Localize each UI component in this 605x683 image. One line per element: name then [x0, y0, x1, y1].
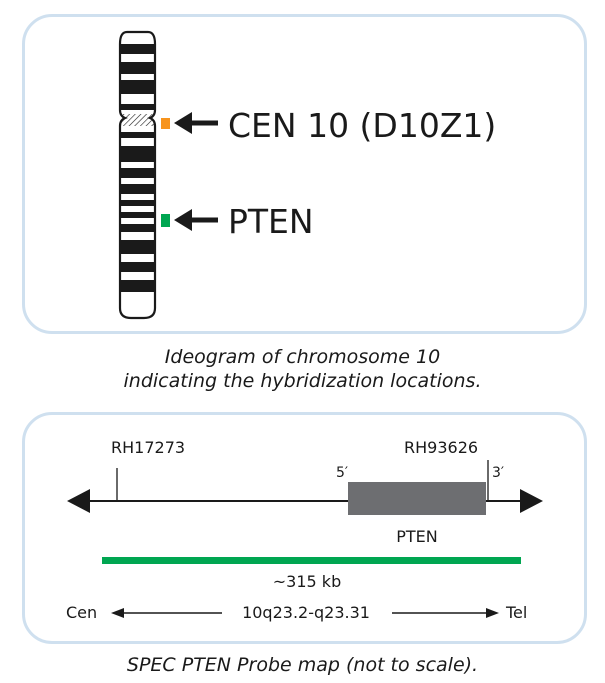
- three-prime-label: 3′: [492, 465, 504, 481]
- locus-label: 10q23.2-q23.31: [242, 603, 370, 622]
- pten-probe-label: PTEN: [228, 202, 314, 241]
- ideogram-caption: Ideogram of chromosome 10 indicating the…: [0, 345, 605, 393]
- five-prime-label: 5′: [336, 465, 348, 481]
- pten-probe-swatch: [161, 214, 170, 227]
- cen10-probe-swatch: [161, 118, 170, 129]
- pten-probe-marker: PTEN: [161, 202, 314, 241]
- cen10-probe-label: CEN 10 (D10Z1): [228, 106, 496, 145]
- rh17273-marker-label: RH17273: [111, 438, 185, 457]
- arrow-left-icon: [67, 489, 90, 513]
- tel-arrow: [392, 608, 499, 618]
- probe-map-diagram: RH17273 RH93626 5′ 3′ PTEN ~315 kb Cen 1…: [66, 438, 543, 622]
- cen-label: Cen: [66, 603, 97, 622]
- cen-arrow: [111, 608, 222, 618]
- chromosome-10-ideogram: [118, 30, 157, 320]
- band: [120, 262, 155, 272]
- probe-map-caption: SPEC PTEN Probe map (not to scale).: [126, 654, 479, 676]
- band: [120, 132, 155, 138]
- band: [120, 80, 155, 94]
- arrow-left-icon: [111, 608, 124, 618]
- probe-size-label: ~315 kb: [273, 572, 341, 591]
- band: [120, 62, 155, 74]
- arrow-right-icon: [520, 489, 543, 513]
- arrow-right-icon: [486, 608, 499, 618]
- arrow-left-icon: [174, 112, 192, 134]
- band: [120, 168, 155, 178]
- band: [120, 240, 155, 254]
- band: [120, 146, 155, 162]
- cen10-probe-marker: CEN 10 (D10Z1): [161, 106, 496, 145]
- ideogram-caption-line1: Ideogram of chromosome 10: [164, 346, 441, 368]
- pten-probe-bar: [102, 557, 521, 564]
- band: [120, 200, 155, 206]
- ideogram-panel: [22, 14, 587, 334]
- band: [120, 104, 155, 110]
- centromere: [120, 114, 155, 126]
- band: [120, 184, 155, 194]
- ideogram-diagram: CEN 10 (D10Z1) PTEN: [118, 30, 496, 320]
- probe-map-panel: [22, 412, 587, 644]
- rh93626-marker-label: RH93626: [404, 438, 478, 457]
- band: [120, 212, 155, 218]
- arrow-left-icon: [174, 209, 192, 231]
- pten-gene-box: [348, 482, 486, 515]
- band: [120, 224, 155, 232]
- ideogram-caption-line2: indicating the hybridization locations.: [123, 370, 482, 392]
- pten-gene-label: PTEN: [396, 527, 438, 546]
- band: [120, 280, 155, 292]
- tel-label: Tel: [505, 603, 527, 622]
- band: [120, 44, 155, 54]
